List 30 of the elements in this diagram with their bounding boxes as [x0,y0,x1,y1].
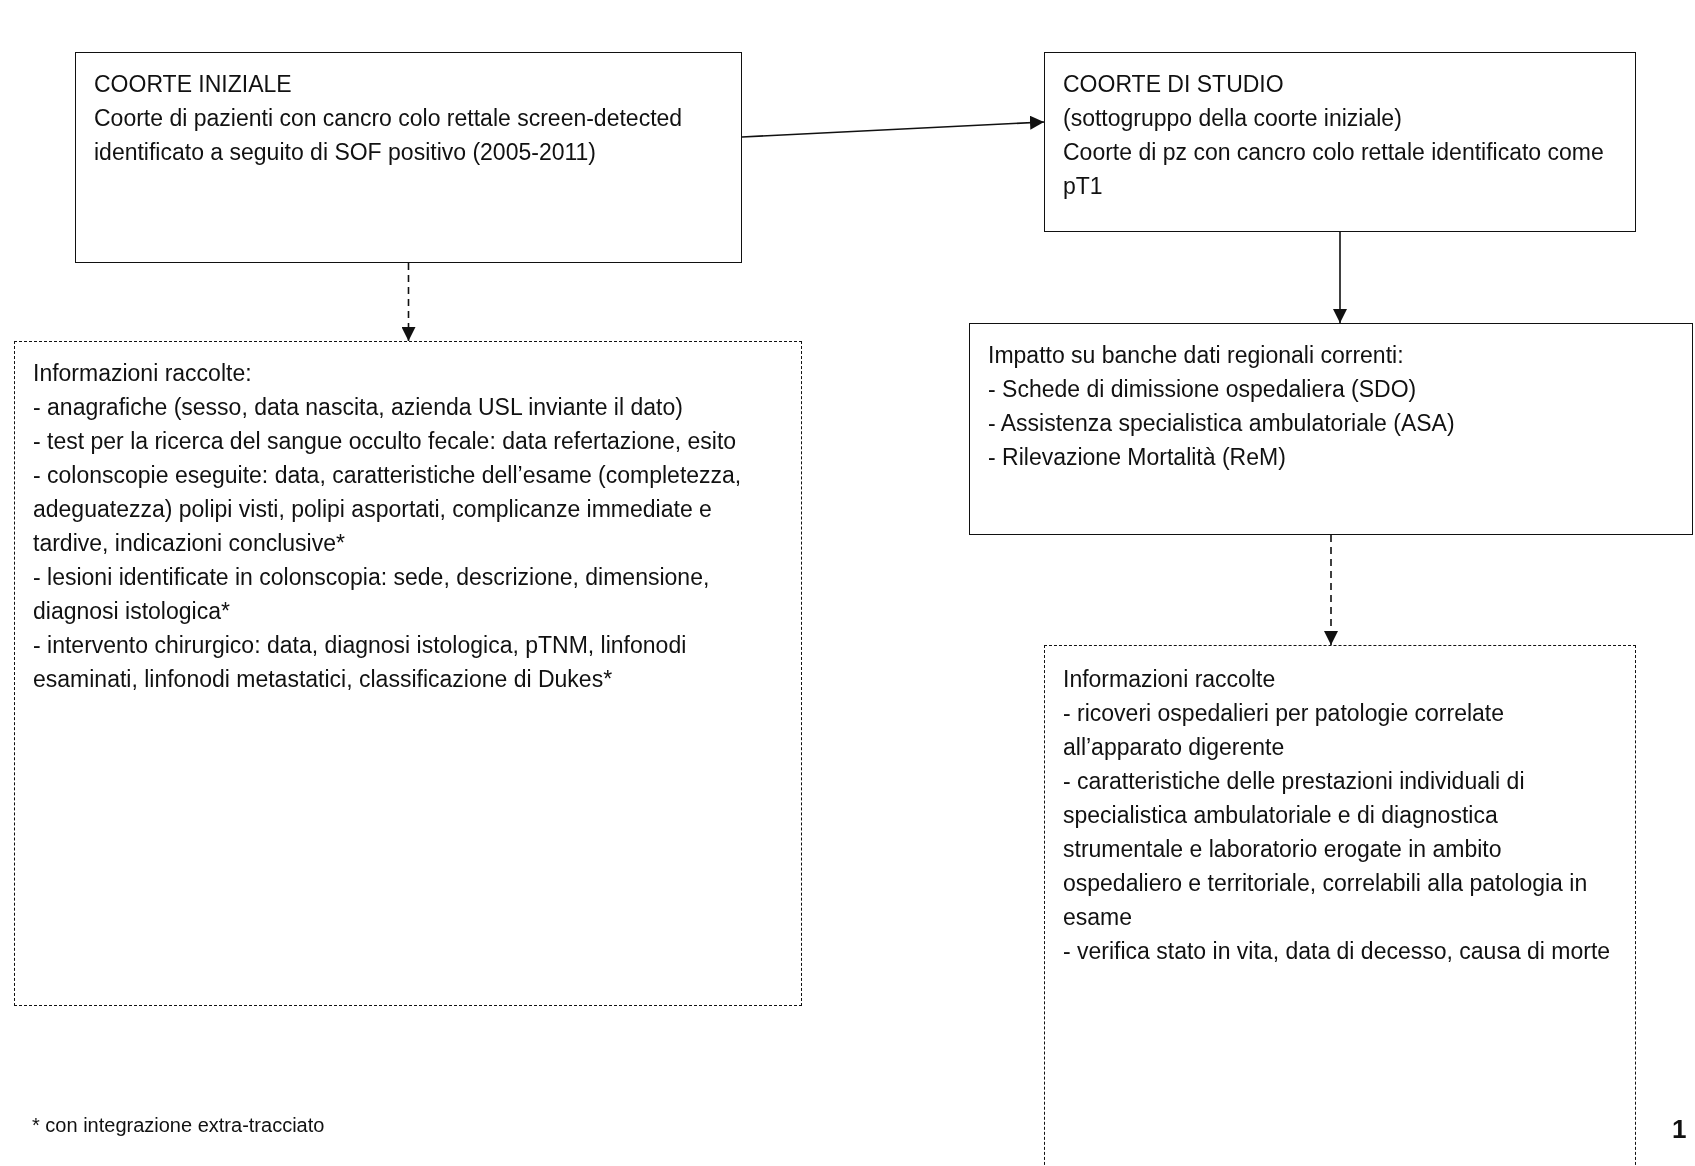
node-heading: COORTE INIZIALE [94,70,293,99]
node-text: - Assistenza specialistica ambulatoriale (ASA) [988,409,1456,438]
arrow [1324,534,1338,646]
info-box [14,341,802,1006]
node-heading: Informazioni raccolte [1063,665,1277,694]
node-text: - intervento chirurgico: data, diagnosi istologica, pTNM, linfonodi esaminati, linfonodi metastatici, classificazione di Dukes* [33,631,688,694]
process-box [1044,52,1636,232]
node-text: - Schede di dimissione ospedaliera (SDO) [988,375,1418,404]
node-text: - colonscopie eseguite: data, caratteristiche dell’esame (completezza, adeguatezza) polipi visti, polipi asportati, complicanze immediate e tardive, indicazioni conclusive* [33,461,743,558]
arrow [401,262,416,342]
node-text: Coorte di pazienti con cancro colo rettale screen-detected identificato a seguito di SOF positivo (2005-2011) [94,104,684,167]
arrow [1333,231,1347,324]
node-text: - Rilevazione Mortalità (ReM) [988,443,1287,472]
node-heading: Informazioni raccolte: [33,359,253,388]
node-text: - test per la ricerca del sangue occulto fecale: data refertazione, esito [33,427,738,456]
page-number: 1 [1672,1113,1687,1146]
node-text: (sottogruppo della coorte iniziale) [1063,104,1403,133]
node-heading: COORTE DI STUDIO [1063,70,1285,99]
node-text: - verifica stato in vita, data di decesso, causa di morte [1063,937,1612,966]
node-text: - anagrafiche (sesso, data nascita, azienda USL inviante il dato) [33,393,684,422]
footnote: * con integrazione extra-tracciato [32,1113,325,1138]
node-heading: Impatto su banche dati regionali correnti: [988,341,1405,370]
info-box [1044,645,1636,1166]
arrow [741,115,1045,138]
process-box [969,323,1693,535]
node-text: - lesioni identificate in colonscopia: sede, descrizione, dimensione, diagnosi istologica* [33,563,711,626]
node-text: Coorte di pz con cancro colo rettale identificato come pT1 [1063,138,1605,201]
process-box [75,52,742,263]
node-text: - caratteristiche delle prestazioni individuali di specialistica ambulatoriale e di diagnostica strumentale e laboratorio erogate in ambito ospedaliero e territoriale, correlabili alla patologia in esame [1063,767,1589,932]
node-text: - ricoveri ospedalieri per patologie correlate all’apparato digerente [1063,699,1506,762]
